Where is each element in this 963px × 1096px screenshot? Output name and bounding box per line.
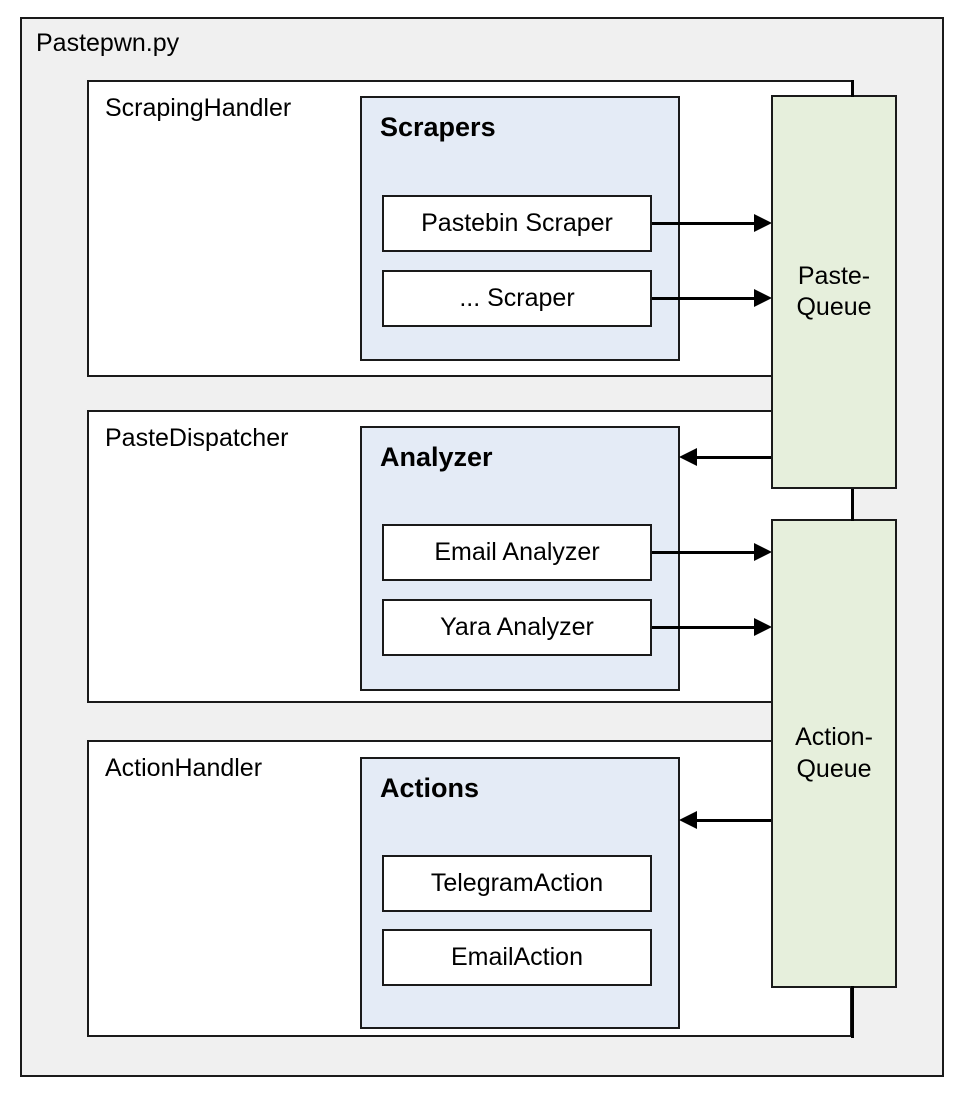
connector-stub-top <box>851 80 854 97</box>
leaf-box-email-analyzer[interactable]: Email Analyzer <box>382 524 652 581</box>
arrowhead-yara-analyzer-to-action-queue <box>754 618 772 636</box>
connector-line-pastebin-to-paste-queue <box>652 222 756 225</box>
handler-label-action: ActionHandler <box>105 754 263 782</box>
handler-label-paste-dispatcher: PasteDispatcher <box>105 424 289 452</box>
queue-label-action-queue: Action- Queue <box>795 722 873 785</box>
arrowhead-action-queue-to-actions <box>679 811 697 829</box>
leaf-box-generic-scraper[interactable]: ... Scraper <box>382 270 652 327</box>
queue-label-paste-queue-line2: Queue <box>796 293 872 321</box>
leaf-box-yara-analyzer[interactable]: Yara Analyzer <box>382 599 652 656</box>
connector-line-paste-queue-to-action-queue <box>851 489 854 521</box>
handler-label-scraping: ScrapingHandler <box>105 94 292 122</box>
group-label-scrapers: Scrapers <box>380 112 496 142</box>
leaf-box-pastebin-scraper[interactable]: Pastebin Scraper <box>382 195 652 252</box>
connector-line-scraper-to-paste-queue <box>652 297 756 300</box>
queue-label-action-queue-line1: Action- <box>795 723 873 752</box>
connector-stub-bottom <box>851 986 854 1038</box>
leaf-box-email-action[interactable]: EmailAction <box>382 929 652 986</box>
leaf-box-telegram-action[interactable]: TelegramAction <box>382 855 652 912</box>
connector-line-yara-analyzer-to-action-queue <box>652 626 756 629</box>
arrowhead-email-analyzer-to-action-queue <box>754 543 772 561</box>
queue-label-paste-queue-line1: Paste- <box>797 261 871 290</box>
connector-line-paste-queue-to-analyzer <box>697 456 771 459</box>
queue-box-paste-queue[interactable]: Paste- Queue <box>771 95 897 489</box>
connector-line-action-queue-to-actions <box>697 819 771 822</box>
arrowhead-paste-queue-to-analyzer <box>679 448 697 466</box>
arrowhead-pastebin-to-paste-queue <box>754 214 772 232</box>
page-title: Pastepwn.py <box>36 29 180 57</box>
queue-box-action-queue[interactable]: Action- Queue <box>771 519 897 988</box>
connector-line-email-analyzer-to-action-queue <box>652 551 756 554</box>
queue-label-action-queue-line2: Queue <box>796 754 872 783</box>
arrowhead-scraper-to-paste-queue <box>754 289 772 307</box>
queue-label-paste-queue: Paste- Queue <box>796 261 871 324</box>
group-label-actions: Actions <box>380 773 480 803</box>
group-label-analyzer: Analyzer <box>380 442 493 472</box>
